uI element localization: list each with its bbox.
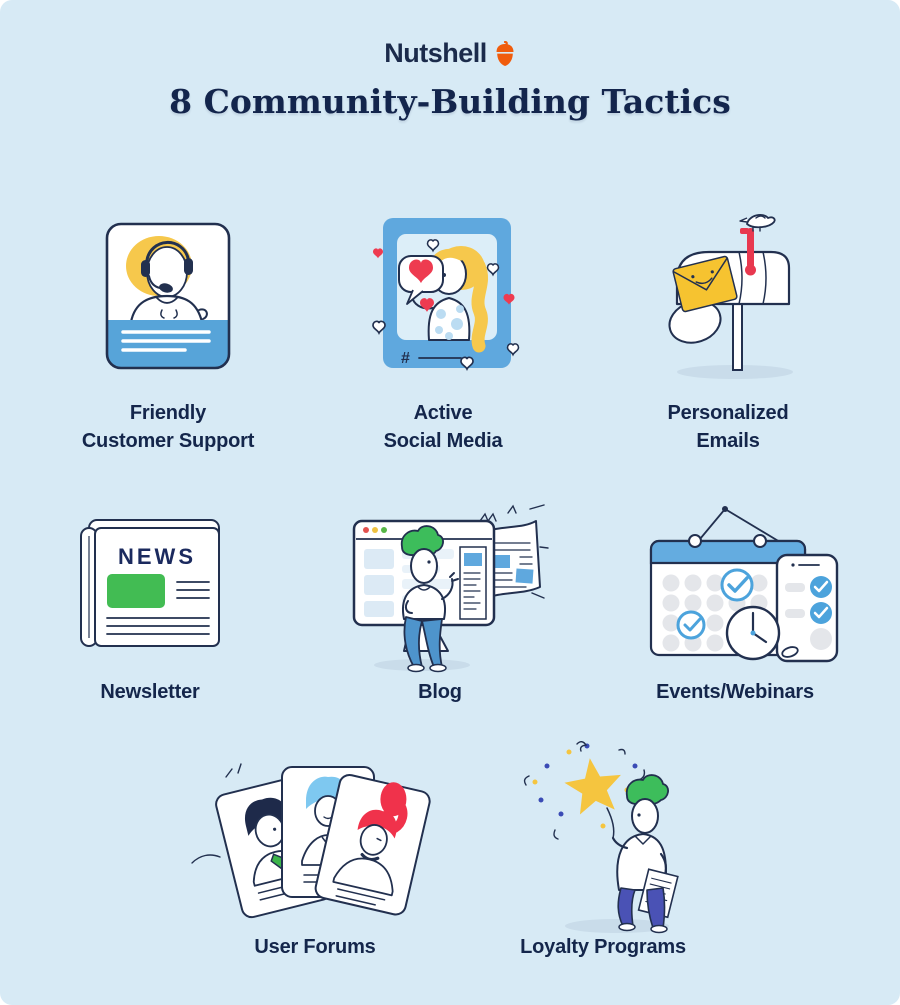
tactic-blog: Blog [325,492,555,707]
profile-card [314,773,431,916]
profile-cards-illustration [191,763,431,919]
bird-icon [739,213,776,232]
blog-illustration [352,503,549,672]
tactic-label: Friendly Customer Support [81,402,255,452]
calendar-phone-clock-illustration [649,505,839,662]
tactic-label: User Forums [254,936,376,958]
customer-support-illustration-box [103,193,233,398]
blog-illustration-box [330,492,550,677]
star-icon [564,758,621,815]
emails-illustration-box [643,193,813,398]
check-circle-icon [720,568,754,601]
tactic-personalized-emails: Personalized Emails [613,193,843,455]
logo-text: Nutshell [384,38,487,68]
mailbox-illustration [668,213,793,379]
news-headline: NEWS [118,544,196,569]
tactic-label: Blog [418,681,462,703]
heart-icon [373,247,383,258]
tactic-user-forums: User Forums [191,742,431,962]
social-media-illustration-box: # [363,193,523,398]
newspaper-illustration: NEWS [80,518,220,647]
support-agent-card-illustration [105,222,231,369]
tactic-newsletter: NEWS Newsletter [35,492,265,707]
hashtag-glyph: # [401,350,410,367]
newsletter-illustration-box: NEWS [71,492,229,677]
page-title: 8 Community-Building Tactics [169,82,731,121]
logo: Nutshell [0,38,900,69]
tactic-label: Personalized Emails [667,402,789,452]
tactic-label: Newsletter [100,681,200,703]
tactic-label: Loyalty Programs [520,936,686,958]
tactic-events-webinars: Events/Webinars [620,492,850,707]
tactic-active-social-media: # Active Social Media [328,193,558,455]
check-circle-icon [676,610,706,639]
acorn-icon [496,40,514,66]
social-post-illustration: # [372,217,520,370]
user-forums-illustration-box [190,742,440,932]
tactic-loyalty-programs: Loyalty Programs [488,741,718,962]
events-illustration-box [625,492,845,677]
loyalty-illustration-box [499,741,707,934]
tactic-friendly-customer-support: Friendly Customer Support [53,193,283,455]
loyalty-star-illustration [523,741,679,934]
envelope-icon [672,255,738,312]
tactic-label: Active Social Media [383,402,503,452]
tactic-label: Events/Webinars [656,681,814,703]
